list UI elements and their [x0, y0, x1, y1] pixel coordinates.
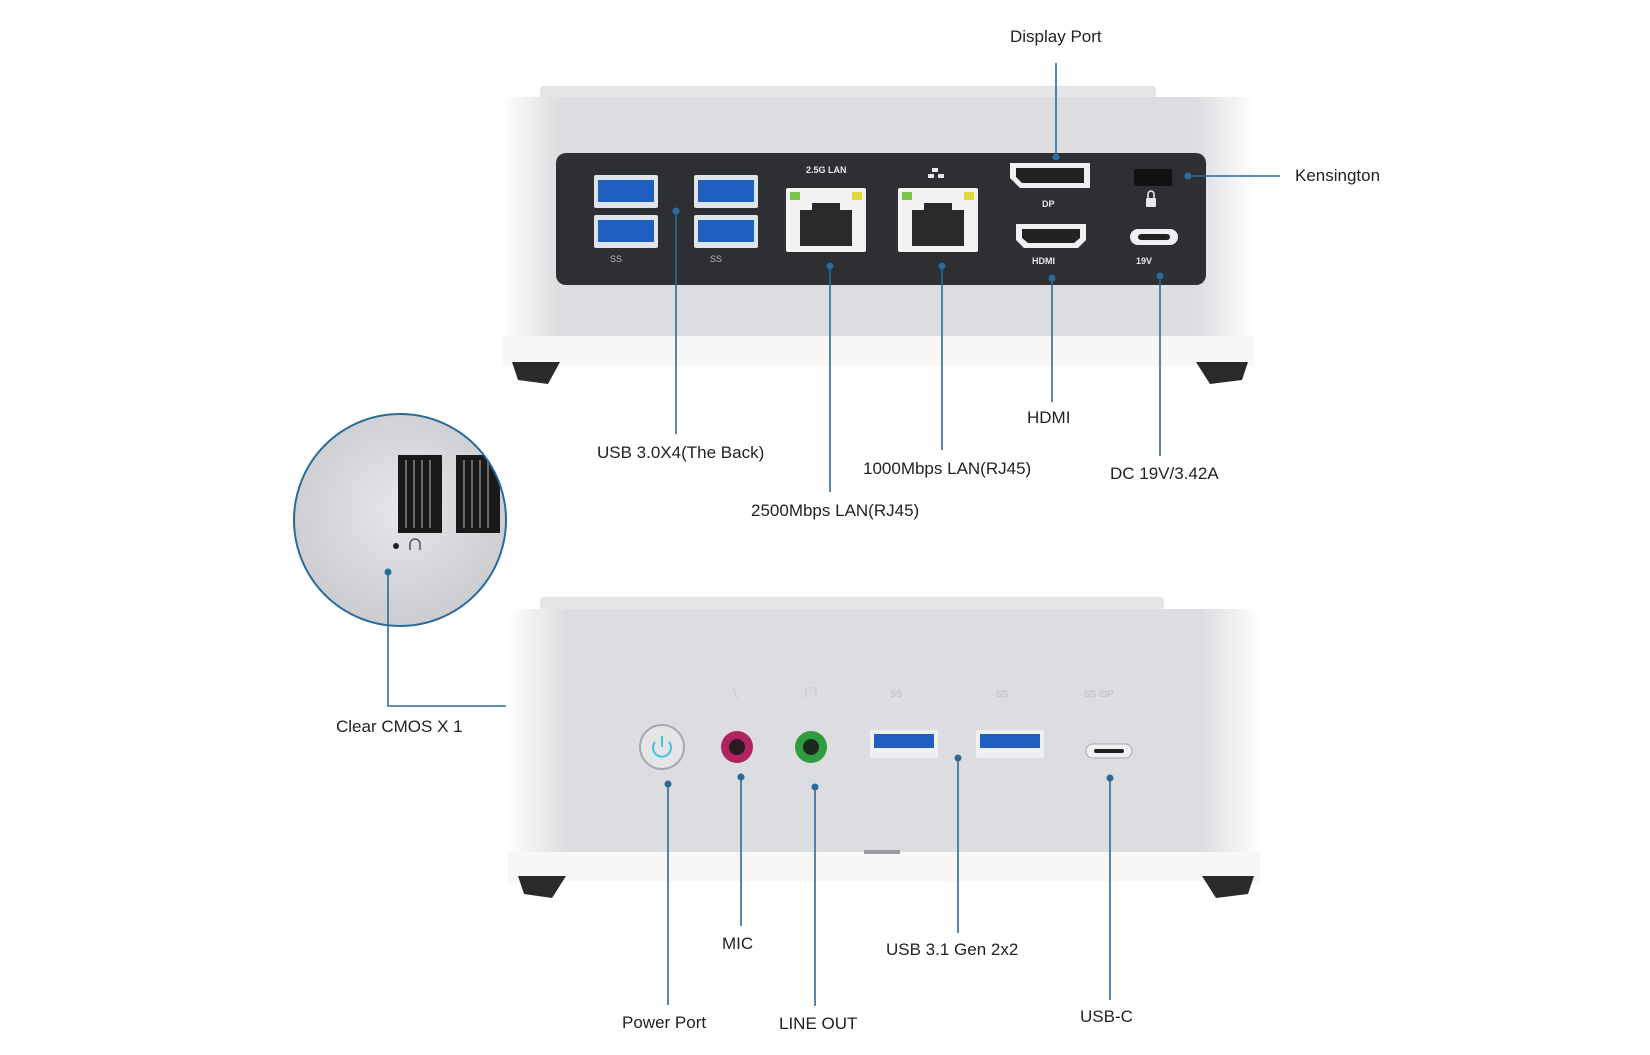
label-display-port: Display Port: [1010, 27, 1102, 46]
front-ss-dp-logo: SS /DP: [1084, 689, 1114, 699]
label-lan-1000: 1000Mbps LAN(RJ45): [863, 459, 1032, 478]
front-ss-logo-a: SS: [890, 689, 902, 699]
dc-in-connector: 19V: [1130, 229, 1178, 266]
headphone-icon: [805, 686, 817, 698]
usb-stack-1: SS: [594, 175, 658, 264]
display-port-connector: DP: [1010, 163, 1090, 209]
front-usb-a-2[interactable]: SS: [976, 689, 1044, 758]
back-top-lid: [540, 86, 1156, 98]
ss-logo-a: SS: [610, 254, 622, 264]
label-usb-c: USB-C: [1080, 1007, 1133, 1026]
back-foot-left: [512, 362, 560, 384]
lan-25g-mark: 2.5G LAN: [806, 165, 847, 175]
front-usb-c[interactable]: SS /DP: [1084, 689, 1133, 759]
label-usb-back: USB 3.0X4(The Back): [597, 443, 765, 462]
label-line-out: LINE OUT: [779, 1014, 858, 1033]
kensington-slot: [1134, 169, 1172, 207]
label-clear-cmos: Clear CMOS X 1: [336, 717, 463, 736]
front-panel-device: SS SS SS /DP: [506, 597, 1262, 898]
front-usb-a-1[interactable]: SS: [870, 689, 938, 758]
back-panel-device: SS SS 2.5G LAN: [500, 86, 1256, 384]
label-lan-2500: 2500Mbps LAN(RJ45): [751, 501, 920, 520]
back-foot-right: [1196, 362, 1248, 384]
lock-icon: [1146, 198, 1156, 207]
label-mic: MIC: [722, 934, 754, 953]
label-hdmi: HDMI: [1027, 408, 1071, 427]
power-button[interactable]: [639, 724, 685, 770]
back-base-strip: [502, 336, 1254, 366]
front-foot-right: [1202, 876, 1254, 898]
label-kensington: Kensington: [1295, 166, 1381, 185]
usb-stack-2: SS: [694, 175, 758, 264]
front-ss-logo-b: SS: [996, 689, 1008, 699]
hdmi-connector: HDMI: [1016, 224, 1086, 266]
dc-19v-mark: 19V: [1136, 256, 1152, 266]
clear-cmos-zoom: [293, 413, 507, 627]
mic-jack[interactable]: [721, 687, 753, 763]
hdmi-logo: HDMI: [1032, 256, 1055, 266]
line-out-jack[interactable]: [795, 686, 827, 763]
network-icon: [928, 168, 944, 178]
front-foot-left: [518, 876, 566, 898]
lan-port-2500: 2.5G LAN: [786, 165, 866, 252]
front-base-strip: [508, 852, 1260, 882]
dp-mark: DP: [1042, 199, 1055, 209]
label-usb-front: USB 3.1 Gen 2x2: [886, 940, 1019, 959]
front-top-lid: [540, 597, 1164, 609]
label-dc: DC 19V/3.42A: [1110, 464, 1219, 483]
microphone-icon: [732, 687, 738, 699]
label-power-port: Power Port: [622, 1013, 707, 1032]
leader-clear-cmos: [387, 572, 506, 707]
leader-dots: [384, 153, 1192, 791]
leader-lines: [387, 63, 1280, 1006]
lan-port-1000: [898, 168, 978, 252]
ss-logo-b: SS: [710, 254, 722, 264]
